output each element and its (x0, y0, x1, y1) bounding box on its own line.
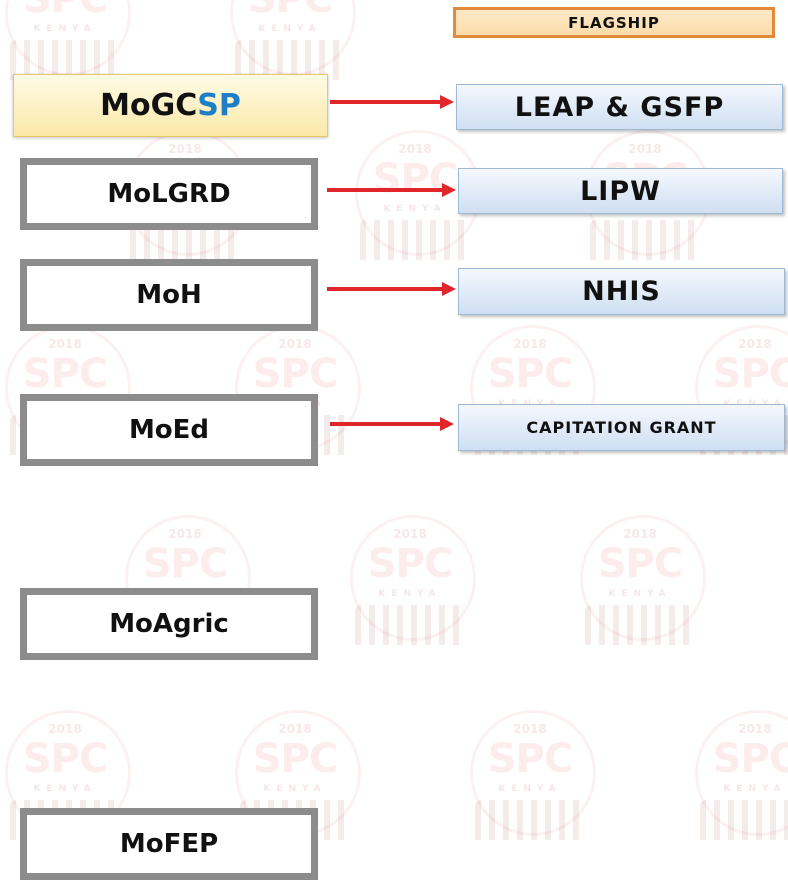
ministry-label: MoLGRD (107, 179, 231, 209)
ministry-label: MoEd (128, 415, 210, 445)
ministry-label: MoFEP (119, 829, 219, 859)
arrow-connector (327, 183, 456, 197)
ministry-label: MoH (136, 280, 202, 310)
ministry-box-moed: MoEd (20, 394, 318, 466)
program-box-nhis: NHIS (458, 268, 785, 315)
ministry-box-moagric: MoAgric (20, 588, 318, 660)
arrow-connector (327, 282, 456, 296)
ministry-label-main: MoGC (100, 88, 198, 123)
ministry-label-accent: SP (197, 88, 241, 123)
arrow-connector (330, 95, 454, 109)
ministry-label: MoAgric (109, 609, 229, 639)
program-box-lipw: LIPW (458, 168, 783, 214)
flagship-header: FLAGSHIP (453, 7, 775, 38)
ministry-box-mofep: MoFEP (20, 808, 318, 880)
program-box-leap-gsfp: LEAP & GSFP (456, 84, 783, 130)
ministry-box-molgrd: MoLGRD (20, 158, 318, 230)
program-box-capitation-grant: CAPITATION GRANT (458, 404, 785, 451)
ministry-box-moh: MoH (20, 259, 318, 331)
arrow-connector (330, 417, 454, 431)
